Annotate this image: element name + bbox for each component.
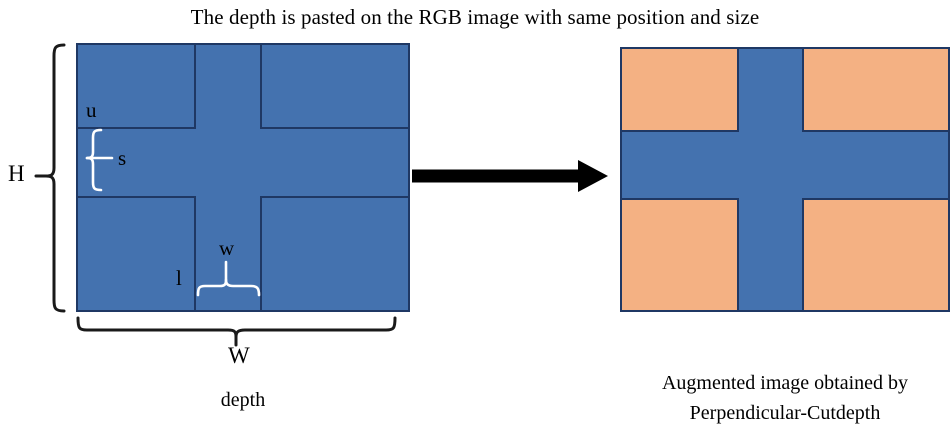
depth-quadrant-bottom-left: [76, 196, 197, 312]
augmented-caption-line2: Perpendicular-Cutdepth: [689, 402, 881, 424]
depth-caption: depth: [220, 389, 266, 411]
depth-panel: [76, 43, 410, 312]
brace-W: [76, 316, 397, 347]
figure-title: The depth is pasted on the RGB image wit…: [190, 5, 760, 29]
augmented-caption: Augmented image obtained by Perpendicula…: [620, 368, 950, 428]
augmented-quadrant-top-right: [801, 47, 950, 132]
label-w: w: [219, 236, 235, 260]
brace-H: [34, 43, 66, 313]
augmented-panel: [620, 47, 950, 312]
depth-quadrant-top-left: [76, 43, 197, 130]
transform-arrow: [412, 160, 608, 192]
augmented-quadrant-bottom-right: [801, 198, 950, 312]
depth-quadrant-bottom-right: [259, 196, 410, 312]
label-l: l: [176, 266, 182, 290]
label-s: s: [118, 146, 127, 170]
augmented-caption-line1: Augmented image obtained by: [661, 372, 909, 394]
augmented-quadrant-top-left: [620, 47, 739, 132]
depth-quadrant-top-right: [259, 43, 410, 130]
label-u: u: [86, 98, 97, 122]
label-height-H: H: [8, 161, 25, 186]
label-width-W: W: [228, 343, 250, 368]
augmented-quadrant-bottom-left: [620, 198, 739, 312]
